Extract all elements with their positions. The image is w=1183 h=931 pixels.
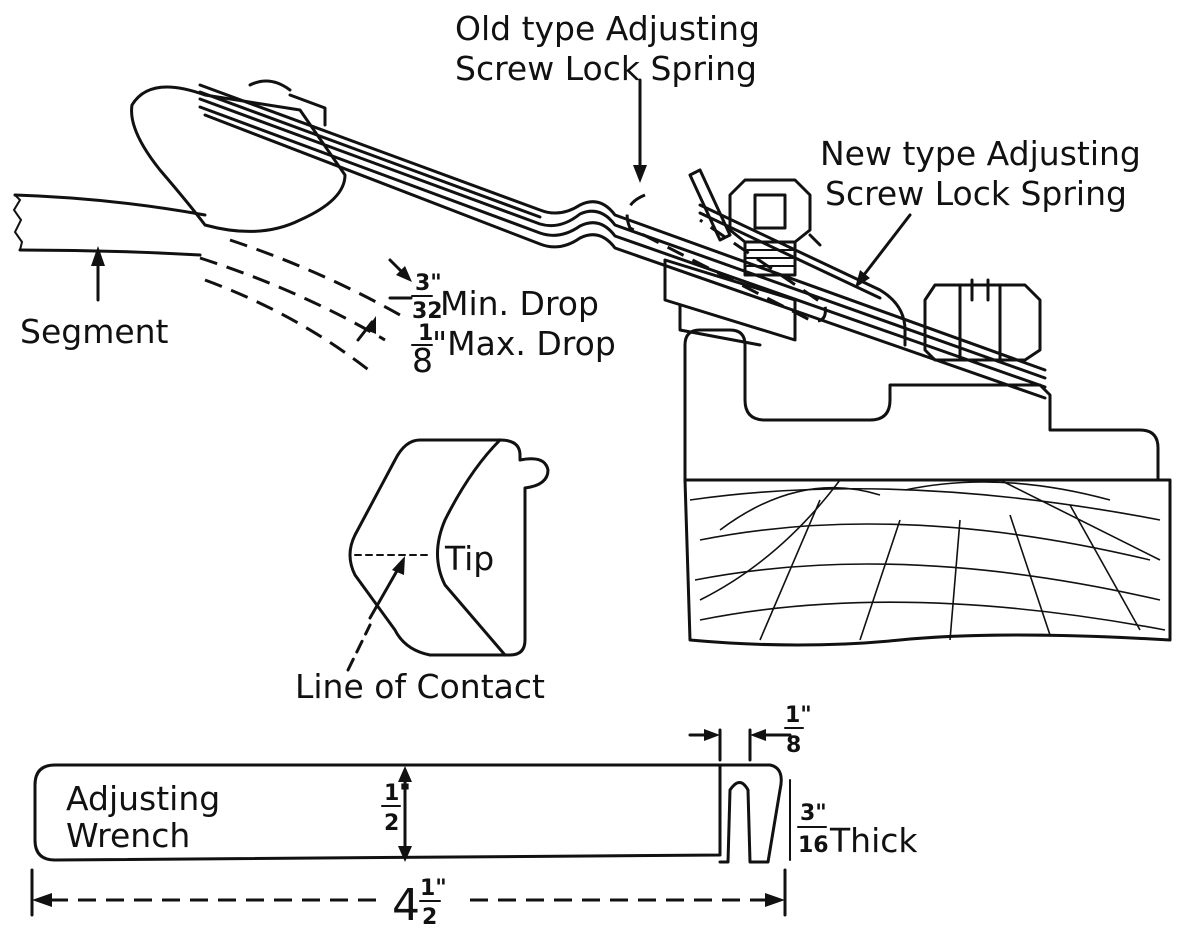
brush-drawing (130, 85, 347, 233)
wrench-drawing (33, 763, 783, 864)
old-spring-label-line1: Old type Adjusting (455, 9, 760, 48)
new-spring-drawing (698, 203, 907, 347)
dimension-lines (30, 78, 912, 917)
length-whole: 4 (392, 880, 420, 931)
clamp-block-drawing (663, 258, 797, 347)
length-numerator: 1" (420, 876, 447, 901)
max-drop-label: "Max. Drop (432, 324, 616, 363)
holder-bracket-drawing (683, 328, 1160, 482)
wrench-label-line1: Adjusting (66, 779, 220, 818)
brush-tip-drawing (346, 438, 550, 672)
slot-width-denominator: 8 (786, 733, 801, 758)
old-spring-drawing (625, 193, 827, 323)
thickness-label: Thick (829, 821, 918, 860)
length-denominator: 2 (422, 905, 437, 930)
wrench-width-denominator: 2 (384, 811, 399, 836)
min-drop-denominator: 32 (412, 299, 443, 324)
wrench-width-numerator: 1" (384, 781, 411, 806)
wrench-label-line2: Wrench (66, 816, 190, 855)
max-drop-denominator: 8 (412, 341, 433, 380)
brush-arm-drawing (198, 79, 1047, 400)
tip-label: Tip (444, 539, 494, 578)
new-spring-label-line2: Screw Lock Spring (825, 174, 1127, 213)
hex-bolt-drawing (923, 278, 1042, 362)
min-drop-numerator: 3" (415, 271, 442, 296)
segment-drawing (12, 193, 401, 377)
new-spring-label-line1: New type Adjusting (820, 134, 1141, 173)
thickness-denominator: 16 (798, 833, 829, 858)
segment-label: Segment (20, 312, 169, 351)
slot-width-numerator: 1" (785, 703, 812, 728)
min-drop-label: Min. Drop (440, 284, 599, 323)
wood-block-drawing (683, 478, 1172, 647)
thickness-numerator: 3" (800, 801, 827, 826)
max-drop-numerator: 1 (418, 321, 433, 346)
old-spring-label-line2: Screw Lock Spring (455, 49, 757, 88)
line-of-contact-label: Line of Contact (295, 667, 545, 706)
